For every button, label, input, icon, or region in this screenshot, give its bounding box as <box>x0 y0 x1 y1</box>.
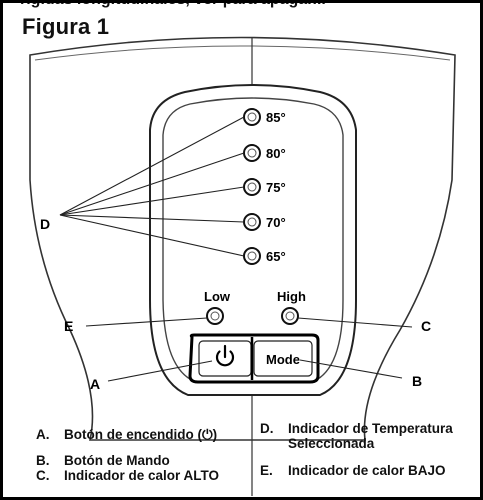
callout-c: C <box>421 318 431 334</box>
callout-c-line <box>297 317 413 328</box>
temp-label-75: 75° <box>266 180 286 195</box>
low-heat-led <box>206 307 224 325</box>
legend-key-d: D. <box>260 421 274 436</box>
legend-key-a: A. <box>36 427 50 442</box>
legend-item-d-cont: Seleccionada <box>260 436 470 451</box>
temp-led-80 <box>243 144 261 162</box>
callout-d: D <box>40 216 50 232</box>
legend-key-e: E. <box>260 463 273 478</box>
temp-led-70 <box>243 213 261 231</box>
legend-key-b: B. <box>36 453 50 468</box>
temp-led-65 <box>243 247 261 265</box>
callout-a: A <box>90 376 100 392</box>
legend-item-d: D. Indicador de Temperatura <box>260 421 470 436</box>
legend-text-d: Indicador de Temperatura <box>288 421 453 436</box>
low-label: Low <box>204 289 231 304</box>
legend-text-e: Indicador de calor BAJO <box>288 463 446 478</box>
legend-text-b: Botón de Mando <box>64 453 170 468</box>
temp-label-70: 70° <box>266 215 286 230</box>
legend-text-a: Botón de encendido (⏻) <box>64 427 218 442</box>
power-icon <box>215 344 235 367</box>
device-body <box>29 36 456 441</box>
cutoff-header-text: rígidas longitudinales, ver para apagar.… <box>20 0 326 9</box>
temp-label-65: 65° <box>266 249 286 264</box>
temp-label-85: 85° <box>266 110 286 125</box>
legend-text-c: Indicador de calor ALTO <box>64 468 220 483</box>
callout-e-line <box>85 317 208 327</box>
mode-button[interactable] <box>253 340 313 377</box>
legend-key-c: C. <box>36 468 50 483</box>
figure-title: Figura 1 <box>22 14 110 39</box>
callout-b-line <box>299 359 403 379</box>
callout-e: E <box>64 318 73 334</box>
legend-item-e: E. Indicador de calor BAJO <box>260 463 470 478</box>
mode-label: Mode <box>266 352 300 367</box>
callout-a-line <box>107 360 213 382</box>
temp-label-80: 80° <box>266 146 286 161</box>
callout-d-lines <box>59 116 245 257</box>
temp-led-85 <box>243 108 261 126</box>
legend-item-a: A. Botón de encendido (⏻) <box>36 427 246 442</box>
legend-item-c: C. Indicador de calor ALTO <box>36 468 246 483</box>
device-top-curve <box>34 45 451 61</box>
legend-text-d-cont: Seleccionada <box>288 436 375 451</box>
legend-item-b: B. Botón de Mando <box>36 453 246 468</box>
high-heat-led <box>281 307 299 325</box>
callout-b: B <box>412 373 422 389</box>
temp-led-75 <box>243 178 261 196</box>
high-label: High <box>277 289 306 304</box>
